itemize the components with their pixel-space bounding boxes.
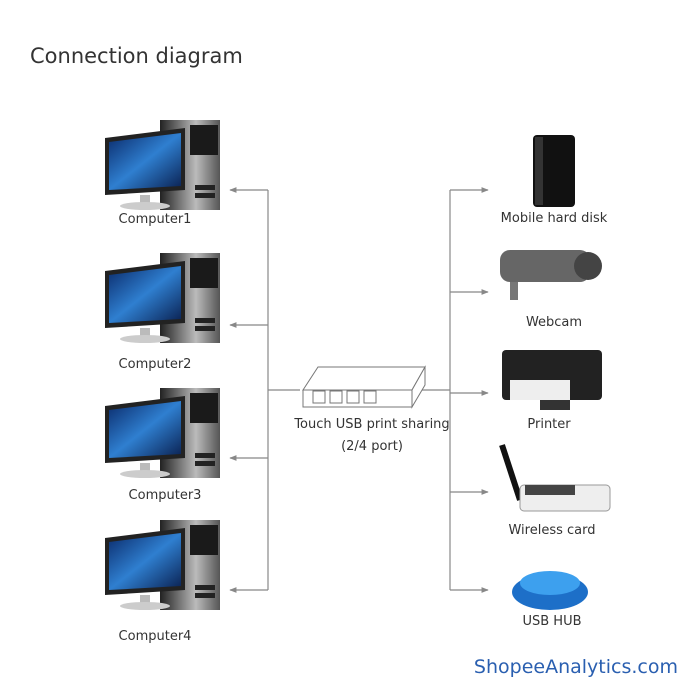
computer4-label: Computer4 — [118, 629, 192, 644]
computer4-image — [105, 520, 220, 610]
hard-disk-label: Mobile hard disk — [500, 211, 608, 226]
watermark: ShopeeAnalytics.com — [473, 656, 678, 678]
computer2-image — [105, 253, 220, 343]
computer2-label: Computer2 — [118, 357, 192, 372]
computer1-label: Computer1 — [118, 212, 192, 227]
computer1-image — [105, 120, 220, 210]
usb-hub-image — [512, 571, 588, 610]
hub-label-line1: Touch USB print sharing — [294, 417, 450, 432]
usb-hub-label: USB HUB — [522, 614, 582, 629]
computer3-label: Computer3 — [128, 488, 202, 503]
wireless-card-image — [499, 444, 611, 512]
printer-image — [502, 350, 602, 410]
usb-switch-image — [302, 365, 426, 409]
computer3-image — [105, 388, 220, 478]
webcam-image — [500, 250, 602, 300]
wireless-card-label: Wireless card — [508, 523, 596, 538]
hard-disk-image — [533, 135, 575, 207]
page-title: Connection diagram — [30, 44, 243, 68]
hub-label-line2: (2/4 port) — [341, 439, 403, 454]
printer-label: Printer — [527, 417, 571, 432]
webcam-label: Webcam — [525, 315, 583, 330]
